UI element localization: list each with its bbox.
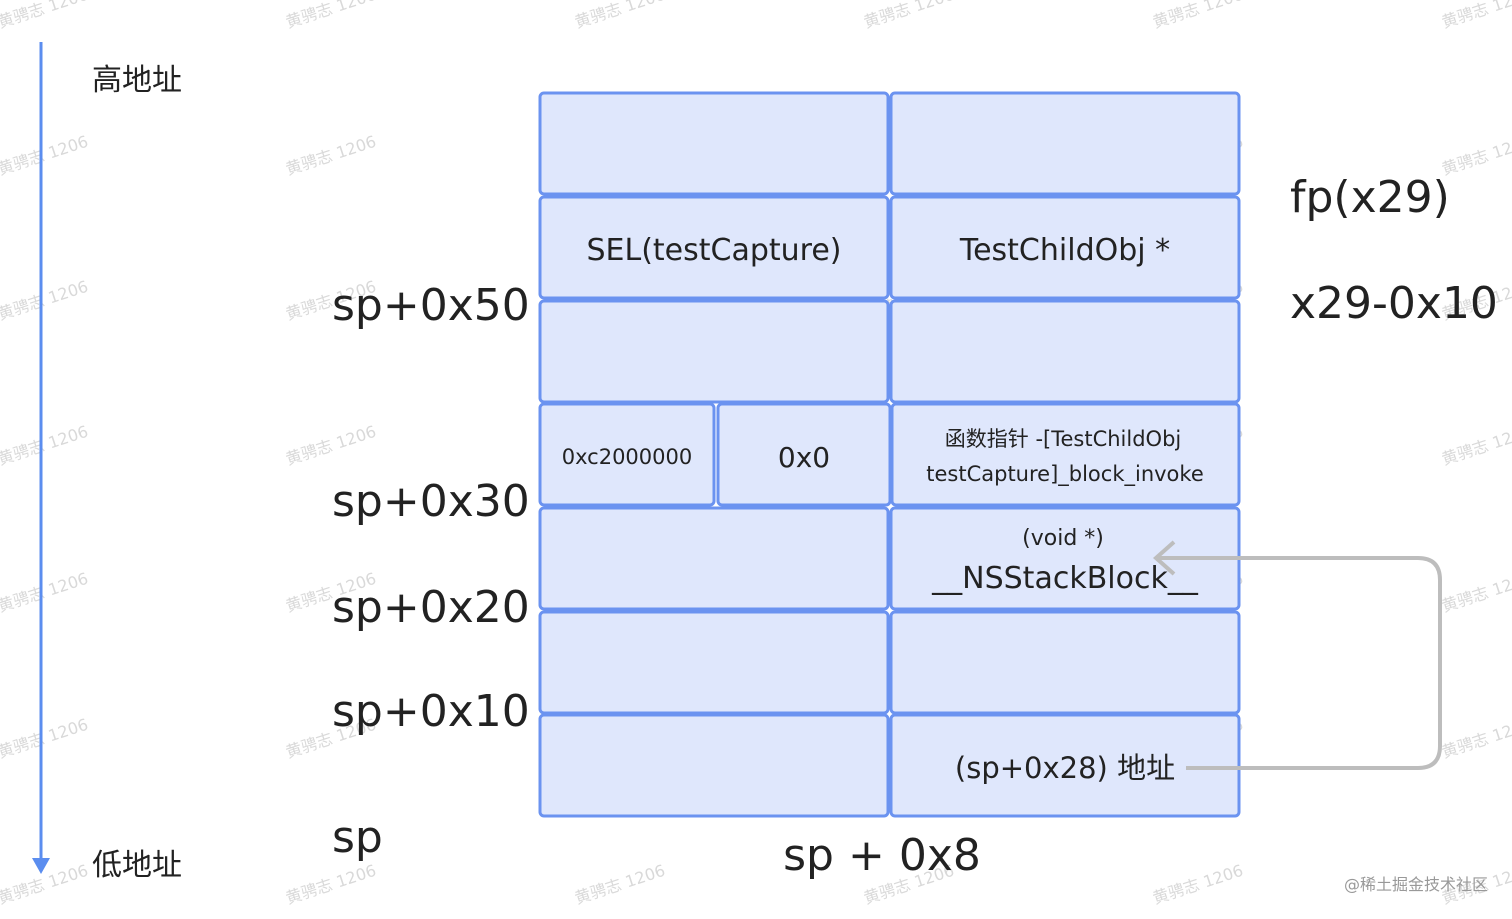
cell-row6-right bbox=[889, 610, 1241, 715]
cell-row7-left bbox=[538, 713, 890, 818]
cell-row2-right bbox=[889, 195, 1241, 300]
watermark-text: 黄骋志 1206 bbox=[283, 422, 378, 469]
watermark-text: 黄骋志 1206 bbox=[0, 569, 90, 616]
sel-test-capture-text: SEL(testCapture) bbox=[586, 233, 841, 268]
cell-row7-right bbox=[889, 713, 1241, 818]
watermark-text: 黄骋志 1206 bbox=[1439, 0, 1512, 32]
watermark-text: 黄骋志 1206 bbox=[1439, 569, 1512, 616]
offset-sp-0x10: sp+0x10 bbox=[332, 686, 530, 737]
offset-sp-0x50: sp+0x50 bbox=[332, 280, 530, 331]
watermark-text: 黄骋志 1206 bbox=[0, 0, 90, 32]
cell-row2-left bbox=[538, 195, 890, 300]
invoke-line2-text: testCapture]_block_invoke bbox=[926, 462, 1204, 487]
test-child-obj-text: TestChildObj * bbox=[959, 233, 1170, 268]
watermark-text: 黄骋志 1206 bbox=[1150, 861, 1245, 908]
high-address-label: 高地址 bbox=[92, 63, 182, 98]
cell-row4-invoke bbox=[890, 402, 1241, 507]
watermark-text: 黄骋志 1206 bbox=[0, 277, 90, 324]
reserved-text: 0x0 bbox=[778, 441, 830, 474]
watermark-text: 黄骋志 1206 bbox=[1439, 715, 1512, 762]
cell-row6-left bbox=[538, 610, 890, 715]
flags-text: 0xc2000000 bbox=[562, 445, 693, 469]
offset-sp-plus-0x8: sp + 0x8 bbox=[783, 830, 981, 881]
register-x29-minus-0x10: x29-0x10 bbox=[1290, 278, 1498, 329]
watermark-text: 黄骋志 1206 bbox=[1439, 422, 1512, 469]
invoke-line1-text: 函数指针 -[TestChildObj bbox=[945, 427, 1181, 451]
cell-row1-left bbox=[538, 91, 890, 196]
pointer-arrow-line bbox=[1158, 556, 1442, 770]
cell-row4-reserved bbox=[716, 402, 892, 507]
offset-sp-0x30: sp+0x30 bbox=[332, 476, 530, 527]
watermark-text: 黄骋志 1206 bbox=[861, 0, 956, 32]
address-axis-arrowhead bbox=[32, 858, 50, 874]
offset-sp-0x20: sp+0x20 bbox=[332, 582, 530, 633]
juejin-footer-text: @稀土掘金技术社区 bbox=[1344, 875, 1488, 894]
cell-row4-flags bbox=[538, 402, 716, 507]
watermark-text: 黄骋志 1206 bbox=[0, 861, 90, 908]
watermark-text: 黄骋志 1206 bbox=[0, 422, 90, 469]
stack-grid bbox=[538, 91, 1241, 818]
register-fp-x29: fp(x29) bbox=[1290, 172, 1450, 223]
isa-line1-text: (void *) bbox=[1022, 526, 1104, 551]
cell-row3-right bbox=[889, 299, 1241, 404]
watermark-text: 黄骋志 1206 bbox=[572, 0, 667, 32]
stack-address-text: (sp+0x28) 地址 bbox=[955, 751, 1175, 785]
watermark-text: 黄骋志 1206 bbox=[0, 715, 90, 762]
watermark-text: 黄骋志 1206 bbox=[1439, 132, 1512, 179]
cell-row5-left bbox=[538, 506, 890, 611]
low-address-label: 低地址 bbox=[92, 848, 182, 883]
watermark-text: 黄骋志 1206 bbox=[572, 861, 667, 908]
pointer-arrowhead bbox=[1152, 540, 1176, 576]
cell-row3-left bbox=[538, 299, 890, 404]
cell-row1-right bbox=[889, 91, 1241, 196]
watermark-text: 黄骋志 1206 bbox=[0, 132, 90, 179]
isa-line2-text: __NSStackBlock__ bbox=[931, 561, 1199, 596]
watermark-text: 黄骋志 1206 bbox=[1150, 0, 1245, 32]
watermark-text: 黄骋志 1206 bbox=[283, 132, 378, 179]
offset-sp: sp bbox=[332, 812, 383, 863]
watermark-text: 黄骋志 1206 bbox=[283, 861, 378, 908]
watermark-text: 黄骋志 1206 bbox=[283, 0, 378, 32]
